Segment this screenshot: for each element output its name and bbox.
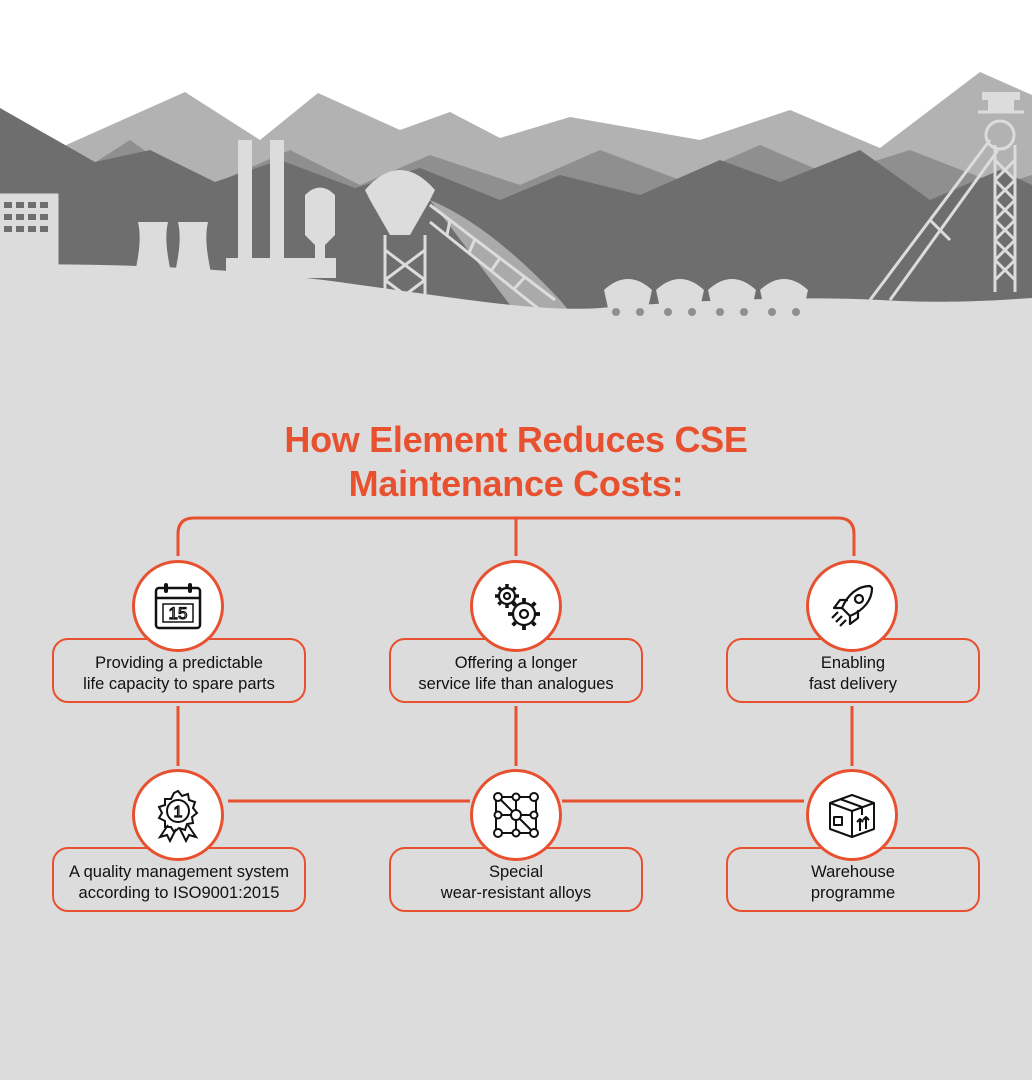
- title-line-2: Maintenance Costs:: [348, 463, 684, 504]
- benefit-text-line-1: Providing a predictable: [95, 653, 263, 672]
- gears-icon: [495, 584, 540, 630]
- calendar-icon: 15: [154, 583, 202, 630]
- hopper-trestle: [383, 235, 427, 322]
- box-icon: [829, 794, 875, 838]
- calendar-icon-circle: 15: [132, 560, 224, 652]
- chimney-1: [238, 140, 252, 268]
- benefit-text-line-1: Special: [488, 862, 544, 881]
- cooling-tower-1: [134, 222, 172, 278]
- benefit-text-line-2: service life than analogues: [418, 674, 614, 693]
- connector-lines: [176, 516, 856, 803]
- rocket-icon-circle: [806, 560, 898, 652]
- benefit-text-line-1: A quality management system: [68, 862, 290, 881]
- mine-carts: [604, 279, 808, 308]
- title-line-1: How Element Reduces CSE: [284, 419, 748, 460]
- box-icon-circle: [806, 769, 898, 861]
- benefit-card-longer-life: Offering a longer service life than anal…: [389, 638, 643, 703]
- rocket-icon: [831, 584, 874, 627]
- silo: [305, 187, 335, 268]
- svg-text:15: 15: [169, 604, 188, 623]
- award-badge-icon: 1: [157, 789, 199, 843]
- benefit-text-line-1: Offering a longer: [454, 653, 578, 672]
- benefit-text-line-2: wear-resistant alloys: [440, 883, 592, 902]
- molecular-lattice-icon-circle: [470, 769, 562, 861]
- benefit-text-line-2: programme: [810, 883, 896, 902]
- benefit-text-line-1: Enabling: [820, 653, 886, 672]
- molecular-lattice-icon: [493, 792, 539, 838]
- page-title: How Element Reduces CSE Maintenance Cost…: [0, 418, 1032, 506]
- benefit-text-line-1: Warehouse: [811, 862, 895, 881]
- benefit-text-line-2: fast delivery: [808, 674, 898, 693]
- benefit-text-line-2: according to ISO9001:2015: [78, 883, 280, 902]
- coal-hopper: [365, 170, 435, 235]
- svg-text:1: 1: [174, 804, 183, 821]
- benefit-text-line-2: life capacity to spare parts: [83, 674, 275, 693]
- cooling-tower-2: [174, 222, 212, 278]
- chimney-2: [270, 140, 284, 268]
- gears-icon-circle: [470, 560, 562, 652]
- award-badge-icon-circle: 1: [132, 769, 224, 861]
- benefit-card-alloys: Special wear-resistant alloys: [389, 847, 643, 912]
- mine-headframe: [868, 110, 1024, 301]
